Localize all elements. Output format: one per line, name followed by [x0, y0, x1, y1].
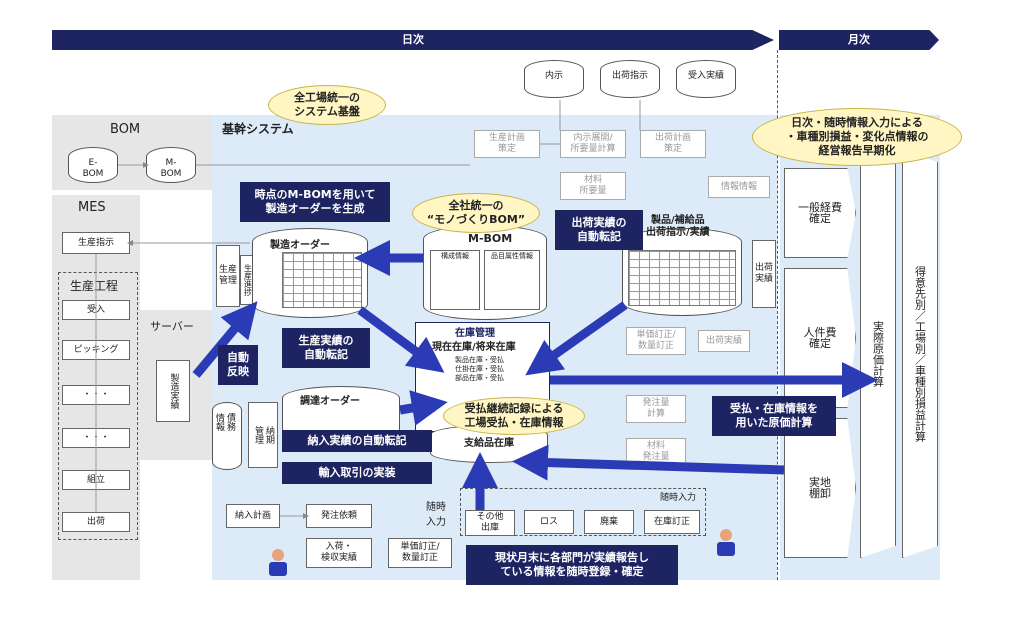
info-box[interactable]: 情報情報: [708, 176, 770, 198]
overhead-box[interactable]: 一般経費 確定: [784, 168, 856, 258]
delivery-auto-label: 納入実績の自動転記: [282, 430, 432, 452]
mbom-unified-callout: 全社統一の “モノづくりBOM”: [412, 193, 540, 233]
procurement-title: 調達オーダー: [300, 396, 360, 407]
core-system-title: 基幹システム: [222, 122, 294, 136]
shipment-auto-label: 出荷実績の 自動転記: [555, 210, 643, 250]
arrow-mfg-inventory: [357, 306, 445, 373]
divider-line: [777, 50, 778, 580]
inventory-title: 在庫管理: [455, 328, 495, 339]
material-req-box[interactable]: 材料 所要量: [560, 172, 626, 200]
adhoc-group: [460, 488, 706, 536]
auto-reflect-label: 自動 反映: [218, 345, 258, 385]
ship-results-box[interactable]: 出荷実績: [698, 330, 750, 352]
ship-results-side: 出荷 実績: [752, 240, 776, 308]
import-trade-label: 輸入取引の実装: [282, 462, 432, 484]
mes-title: MES: [78, 200, 106, 215]
profit-label: 得意先別／工場別／車種別損益計算: [913, 266, 927, 442]
mfg-results-box[interactable]: 製造実績: [156, 360, 190, 422]
mfg-results-label: 製造実績: [168, 373, 179, 409]
inventory-cost-label: 受払・在庫情報を 用いた原価計算: [712, 396, 836, 436]
loss-box[interactable]: ロス: [524, 510, 574, 534]
inventory-line-3: 部品在庫・受払: [455, 374, 504, 382]
person-icon: [266, 548, 290, 578]
mbom-structure: 構成情報: [430, 250, 480, 310]
cyl-receipt-results: 受入実績: [676, 60, 736, 98]
monthly-report-callout: 日次・随時情報入力による ・車種別損益・変化点情報の 経営報告早期化: [752, 108, 962, 166]
delivery-plan-box[interactable]: 納入計画: [226, 504, 280, 528]
financial-label: 債務 情報: [214, 413, 235, 431]
adhoc2-label: 随時入力: [660, 493, 697, 503]
arrow-stocktake: [512, 444, 785, 481]
month-end-label: 現状月末に各部門が実績報告し ている情報を随時登録・確定: [466, 545, 678, 585]
mbom-small-db: M- BOM: [146, 147, 196, 183]
adhoc-label: 随時 入力: [426, 502, 446, 528]
production-auto-label: 生産実績の 自動転記: [282, 328, 370, 368]
server-title: サーバー: [150, 320, 194, 333]
profit-box[interactable]: 得意先別／工場別／車種別損益計算: [902, 150, 938, 558]
prod-plan-box[interactable]: 生産計画 策定: [474, 130, 540, 158]
daily-banner: 日次: [52, 30, 774, 50]
arrow-product-inventory: [525, 301, 628, 376]
actual-cost-box[interactable]: 実際原価計算: [860, 150, 896, 558]
person-icon-2: [714, 528, 738, 558]
acceptance-record-callout: 受払継続記録による 工場受払・在庫情報: [443, 397, 585, 435]
inv-correct-box[interactable]: 在庫訂正: [644, 510, 700, 534]
prod-progress-label: 生産進捗: [243, 264, 253, 296]
mbom-small-label: M- BOM: [160, 158, 182, 179]
monthly-banner: 月次: [779, 30, 939, 50]
financial-db: 債務 情報: [212, 402, 242, 470]
delivery-mgmt-box: 納期 管理: [248, 402, 278, 468]
mbom-title: M-BOM: [468, 232, 513, 245]
order-calc-box[interactable]: 発注量 計算: [626, 395, 686, 423]
mbom-order-label: 時点のM-BOMを用いて 製造オーダーを生成: [240, 182, 390, 222]
step-shipping[interactable]: 出荷: [62, 512, 130, 532]
inventory-line-2: 仕掛在庫・受払: [455, 365, 504, 373]
ebom-db: E- BOM: [68, 147, 118, 183]
mbom-attributes: 品目属性情報: [484, 250, 540, 310]
cyl-ship-instruction: 出荷指示: [600, 60, 660, 98]
cyl-forecast: 内示: [524, 60, 584, 98]
other-issue-box[interactable]: その他 出庫: [465, 510, 515, 536]
order-request-box[interactable]: 発注依頼: [306, 504, 372, 528]
product-db-table: [628, 250, 736, 306]
system-base-callout: 全工場統一の システム基盤: [268, 85, 386, 125]
delivery-mgmt-label: 納期 管理: [253, 426, 274, 444]
scrap-box[interactable]: 廃棄: [584, 510, 634, 534]
ship-plan-box[interactable]: 出荷計画 策定: [640, 130, 706, 158]
price-correct-box[interactable]: 単価訂正/ 数量訂正: [626, 327, 686, 355]
product-db-title: 製品/補給品 出荷指示/実績: [646, 215, 710, 238]
arrow-procure-inventory: [399, 390, 448, 426]
process-group: [58, 272, 138, 540]
ebom-label: E- BOM: [82, 158, 104, 179]
inventory-sub: 現在在庫/将来在庫: [432, 342, 516, 353]
price-correct2-box[interactable]: 単価訂正/ 数量訂正: [388, 538, 452, 568]
process-title: 生産工程: [70, 279, 119, 293]
bom-title: BOM: [110, 122, 141, 137]
inspection-box[interactable]: 入荷・ 検収実績: [306, 538, 372, 568]
forecast-expand-box[interactable]: 内示展開/ 所要量計算: [560, 130, 626, 158]
stocktake-box[interactable]: 実地 棚卸: [784, 418, 856, 558]
inventory-line-1: 製品在庫・受払: [455, 356, 504, 364]
mfg-order-title: 製造オーダー: [270, 240, 330, 251]
mfg-order-table: [282, 252, 362, 308]
